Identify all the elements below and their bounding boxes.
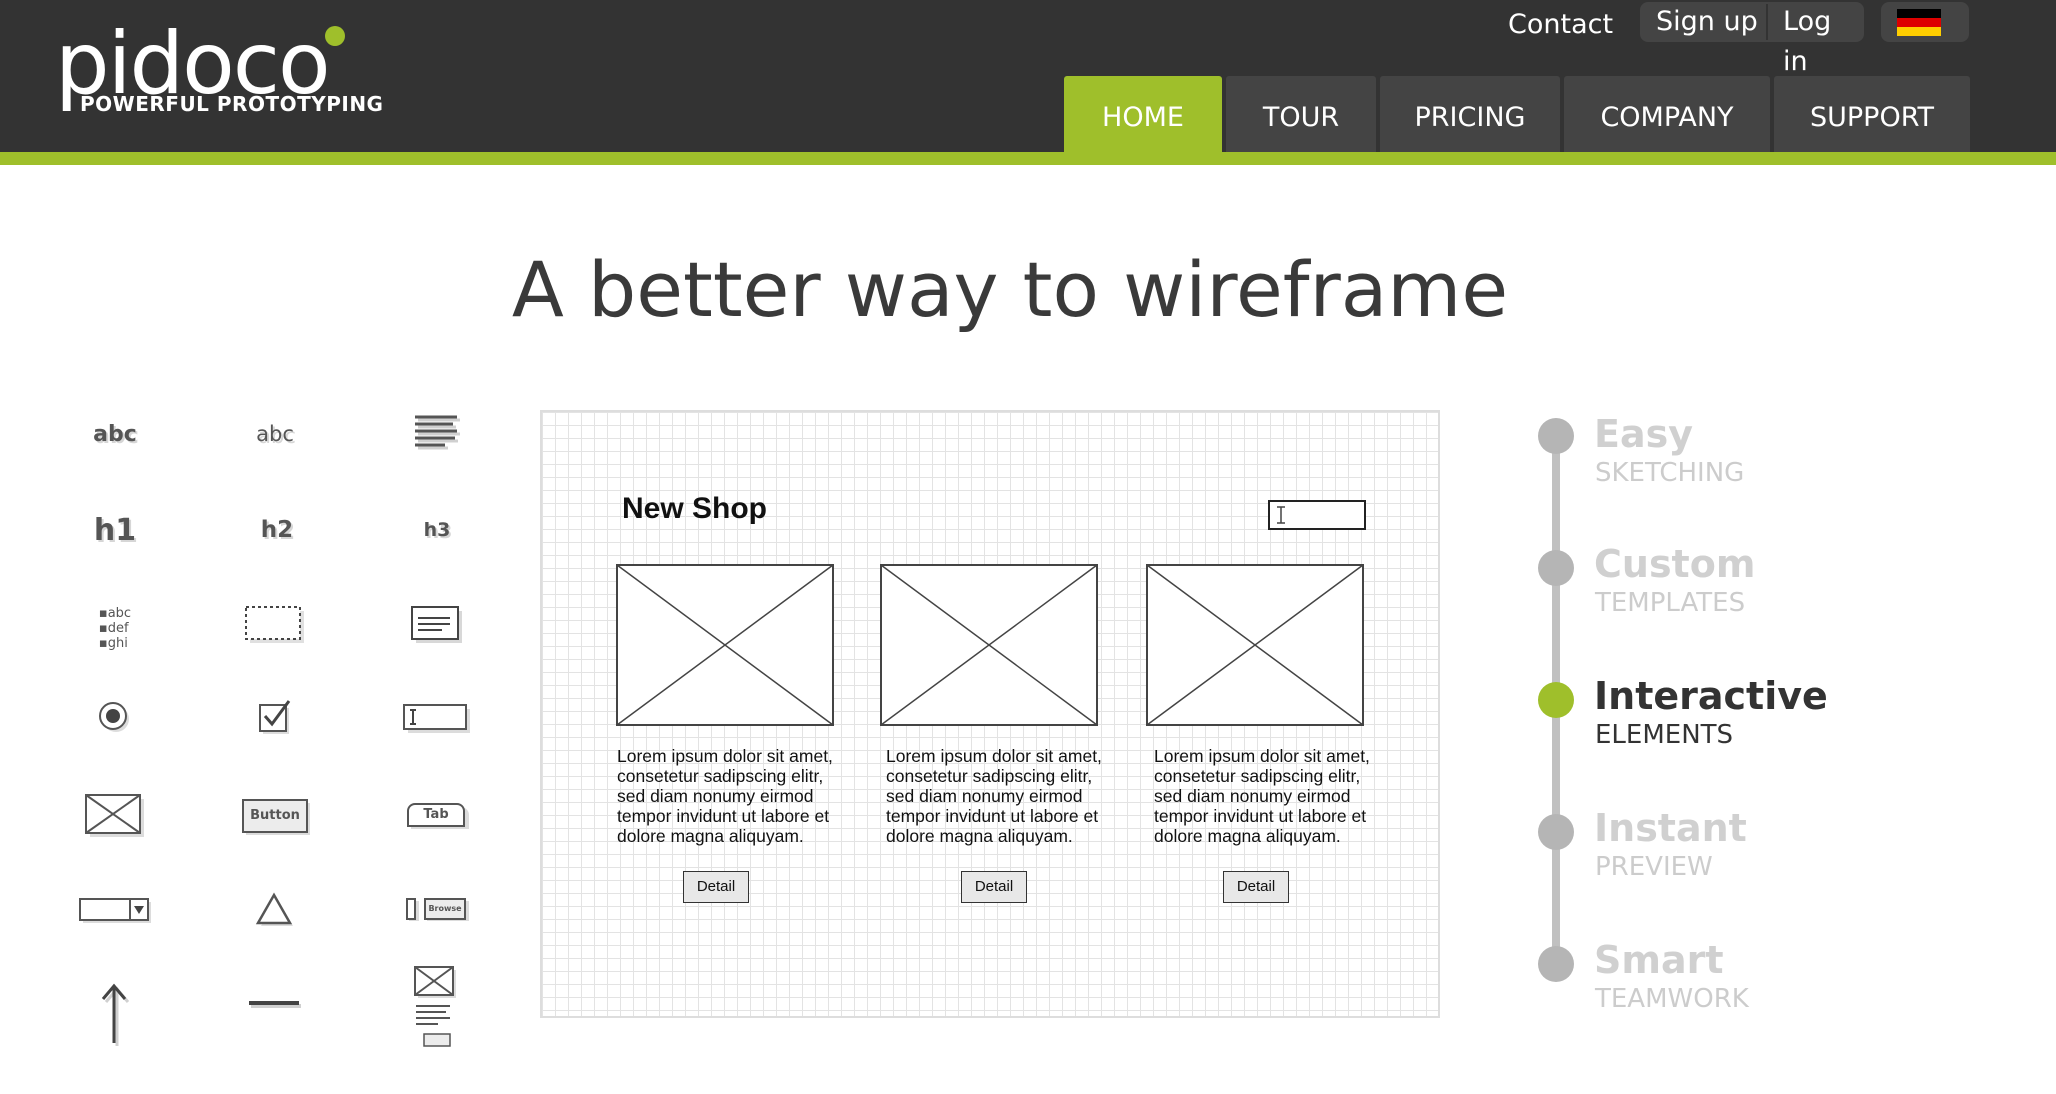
feature-subtitle-instant: PREVIEW: [1595, 852, 1713, 882]
list-item-2: ▪def: [98, 620, 129, 636]
logo-dot-icon: [325, 26, 345, 46]
horizontal-line-icon[interactable]: [230, 975, 320, 1035]
checkbox-icon[interactable]: [230, 688, 320, 748]
logo-tagline: POWERFUL PROTOTYPING: [80, 92, 384, 116]
nav-company[interactable]: COMPANY: [1564, 76, 1770, 152]
feature-title-smart[interactable]: Smart: [1594, 938, 1724, 982]
contact-link[interactable]: Contact: [1508, 9, 1614, 40]
text-abc-small-icon[interactable]: abc: [230, 404, 320, 464]
detail-button-2[interactable]: Detail: [961, 871, 1027, 903]
signup-link[interactable]: Sign up: [1656, 6, 1758, 37]
product-image-placeholder-1: [616, 564, 834, 726]
file-browse-icon[interactable]: Browse: [392, 880, 482, 940]
h2-label: h2: [260, 517, 294, 543]
button-label: Button: [242, 799, 308, 833]
feature-dot-instant[interactable]: [1538, 814, 1574, 850]
nav-tour[interactable]: TOUR: [1226, 76, 1376, 152]
feature-subtitle-smart: TEAMWORK: [1595, 984, 1749, 1014]
product-description-1: Lorem ipsum dolor sit amet, consetetur s…: [617, 746, 833, 846]
feature-subtitle-easy: SKETCHING: [1595, 458, 1745, 488]
product-image-placeholder-2: [880, 564, 1098, 726]
auth-buttons: Sign up Log in: [1640, 2, 1864, 77]
heading-h2-icon[interactable]: h2: [232, 500, 322, 560]
language-switcher[interactable]: [1881, 2, 1969, 42]
arrow-up-icon[interactable]: [70, 975, 160, 1055]
list-item-1: ▪abc: [98, 605, 132, 621]
triangle-icon[interactable]: [230, 880, 320, 940]
feature-subtitle-interactive: ELEMENTS: [1595, 720, 1734, 750]
feature-dot-easy[interactable]: [1538, 418, 1574, 454]
feature-title-instant[interactable]: Instant: [1594, 806, 1747, 850]
list-icon[interactable]: ▪abc ▪def ▪ghi: [70, 598, 160, 658]
heading-h1-icon[interactable]: h1: [70, 500, 160, 560]
login-link[interactable]: Log in: [1783, 6, 1832, 77]
product-description-3: Lorem ipsum dolor sit amet, consetetur s…: [1154, 746, 1370, 846]
page-title: A better way to wireframe: [511, 245, 1509, 334]
heading-h3-icon[interactable]: h3: [392, 500, 482, 560]
nav-support[interactable]: SUPPORT: [1774, 76, 1970, 152]
h1-label: h1: [93, 512, 137, 548]
h3-label: h3: [423, 519, 451, 541]
text-input-icon[interactable]: [392, 688, 482, 748]
feature-dot-interactive[interactable]: [1538, 682, 1574, 718]
image-placeholder-icon[interactable]: [70, 786, 160, 846]
header-accent-bar: [0, 152, 2056, 165]
feature-title-custom[interactable]: Custom: [1594, 542, 1756, 586]
browse-field: [406, 898, 416, 920]
composite-template-icon[interactable]: [390, 962, 480, 1052]
detail-button-3[interactable]: Detail: [1223, 871, 1289, 903]
german-flag-icon: [1897, 9, 1941, 36]
browse-label: Browse: [424, 898, 466, 920]
button-icon[interactable]: Button: [230, 786, 320, 846]
abc-small-label: abc: [256, 422, 294, 446]
rectangle-icon[interactable]: [230, 595, 320, 655]
feature-dot-smart[interactable]: [1538, 946, 1574, 982]
mockup-search-input[interactable]: [1268, 500, 1366, 530]
detail-button-1[interactable]: Detail: [683, 871, 749, 903]
textarea-icon[interactable]: [392, 595, 482, 655]
feature-title-easy[interactable]: Easy: [1594, 412, 1693, 456]
tab-icon[interactable]: Tab: [392, 786, 482, 846]
pidoco-logo[interactable]: pidoco POWERFUL PROTOTYPING: [55, 14, 383, 124]
text-abc-icon[interactable]: abc: [70, 404, 160, 464]
nav-home[interactable]: HOME: [1064, 76, 1222, 152]
logo-wordmark: pidoco: [55, 14, 331, 114]
feature-dot-custom[interactable]: [1538, 550, 1574, 586]
product-description-2: Lorem ipsum dolor sit amet, consetetur s…: [886, 746, 1102, 846]
feature-subtitle-custom: TEMPLATES: [1595, 588, 1746, 618]
product-image-placeholder-3: [1146, 564, 1364, 726]
paragraph-icon[interactable]: [392, 404, 482, 464]
mockup-title: New Shop: [622, 492, 768, 525]
feature-title-interactive[interactable]: Interactive: [1594, 674, 1828, 718]
auth-divider: [1766, 4, 1768, 40]
nav-pricing[interactable]: PRICING: [1380, 76, 1560, 152]
list-item-3: ▪ghi: [98, 635, 128, 651]
radio-button-icon[interactable]: [70, 688, 160, 748]
abc-label: abc: [93, 421, 137, 447]
text-cursor-icon: [1277, 506, 1285, 524]
dropdown-icon[interactable]: [70, 880, 160, 940]
tab-label: Tab: [407, 803, 465, 827]
